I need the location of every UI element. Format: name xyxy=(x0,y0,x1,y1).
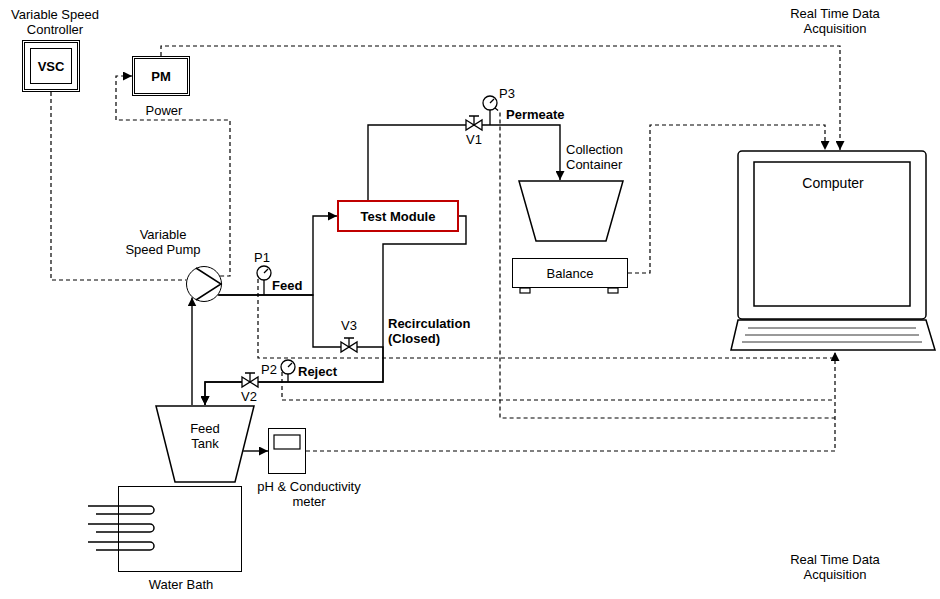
pressure-gauge xyxy=(281,360,295,382)
pump-symbol xyxy=(196,268,221,300)
power-meter-box: PMPower xyxy=(132,56,190,96)
node-text: Balance xyxy=(547,266,594,281)
node-text: Test Module xyxy=(361,209,436,224)
collection-container: Collection Container xyxy=(518,180,624,242)
stream-label: Permeate xyxy=(506,107,565,122)
valve-label: V1 xyxy=(466,132,482,147)
gauge-label: P1 xyxy=(254,250,270,265)
pressure-gauge xyxy=(483,96,497,125)
feed-tank: Feed Tank xyxy=(155,405,255,483)
flow-pipe xyxy=(205,216,466,405)
pressure-gauge xyxy=(257,266,271,295)
node-text: Feed Tank xyxy=(183,421,227,451)
valve-label: V3 xyxy=(341,318,357,333)
flow-pipe xyxy=(218,216,337,295)
water-bath: Water Bath xyxy=(118,486,242,572)
valve-label: V2 xyxy=(241,389,257,404)
note-text: Real Time Data Acquisition xyxy=(770,552,900,582)
node-heading: Variable Speed Pump xyxy=(123,227,203,257)
stream-label: Feed xyxy=(272,278,302,293)
heater-coil xyxy=(88,524,154,532)
node-heading: Variable Speed Controller xyxy=(5,7,105,37)
signal-wire xyxy=(282,372,835,400)
node-text: Computer xyxy=(754,176,912,191)
controller-housing: Variable Speed ControllerVSC xyxy=(22,40,80,92)
signal-line xyxy=(306,352,835,451)
valve-symbol xyxy=(466,116,482,130)
flow-pipe xyxy=(368,125,560,200)
stream-label: Reject xyxy=(298,364,337,379)
meter-display xyxy=(274,435,300,449)
test-module-box: Test Module xyxy=(337,200,459,232)
stream-label: Recirculation (Closed) xyxy=(388,316,484,346)
gauge-label: P3 xyxy=(499,86,515,101)
node-heading: Power xyxy=(125,103,203,118)
node-heading: Water Bath xyxy=(119,577,243,592)
flow-pipe xyxy=(243,450,268,451)
balance-foot xyxy=(520,288,530,293)
controller-display: VSC xyxy=(30,48,72,84)
laptop-computer: Computer xyxy=(730,150,936,352)
flow-pipe xyxy=(191,297,192,405)
heater-coil xyxy=(88,542,154,550)
balance-box: Balance xyxy=(512,258,628,288)
vessel-outline xyxy=(518,180,624,242)
valve-symbol xyxy=(341,338,357,352)
gauge-label: P2 xyxy=(261,362,277,377)
flow-pipe xyxy=(205,295,383,405)
node-heading: Collection Container xyxy=(566,142,650,172)
balance-foot xyxy=(608,288,618,293)
note-text: Real Time Data Acquisition xyxy=(770,6,900,36)
node-heading: pH & Conductivity meter xyxy=(249,479,369,509)
ph-meter: pH & Conductivity meter xyxy=(268,428,306,474)
signal-line xyxy=(116,76,230,276)
node-text: PM xyxy=(151,69,171,84)
heater-coil xyxy=(88,506,154,514)
pump-circle: Variable Speed Pump xyxy=(186,266,222,302)
node-text: VSC xyxy=(38,59,65,74)
valve-symbol xyxy=(242,373,258,387)
